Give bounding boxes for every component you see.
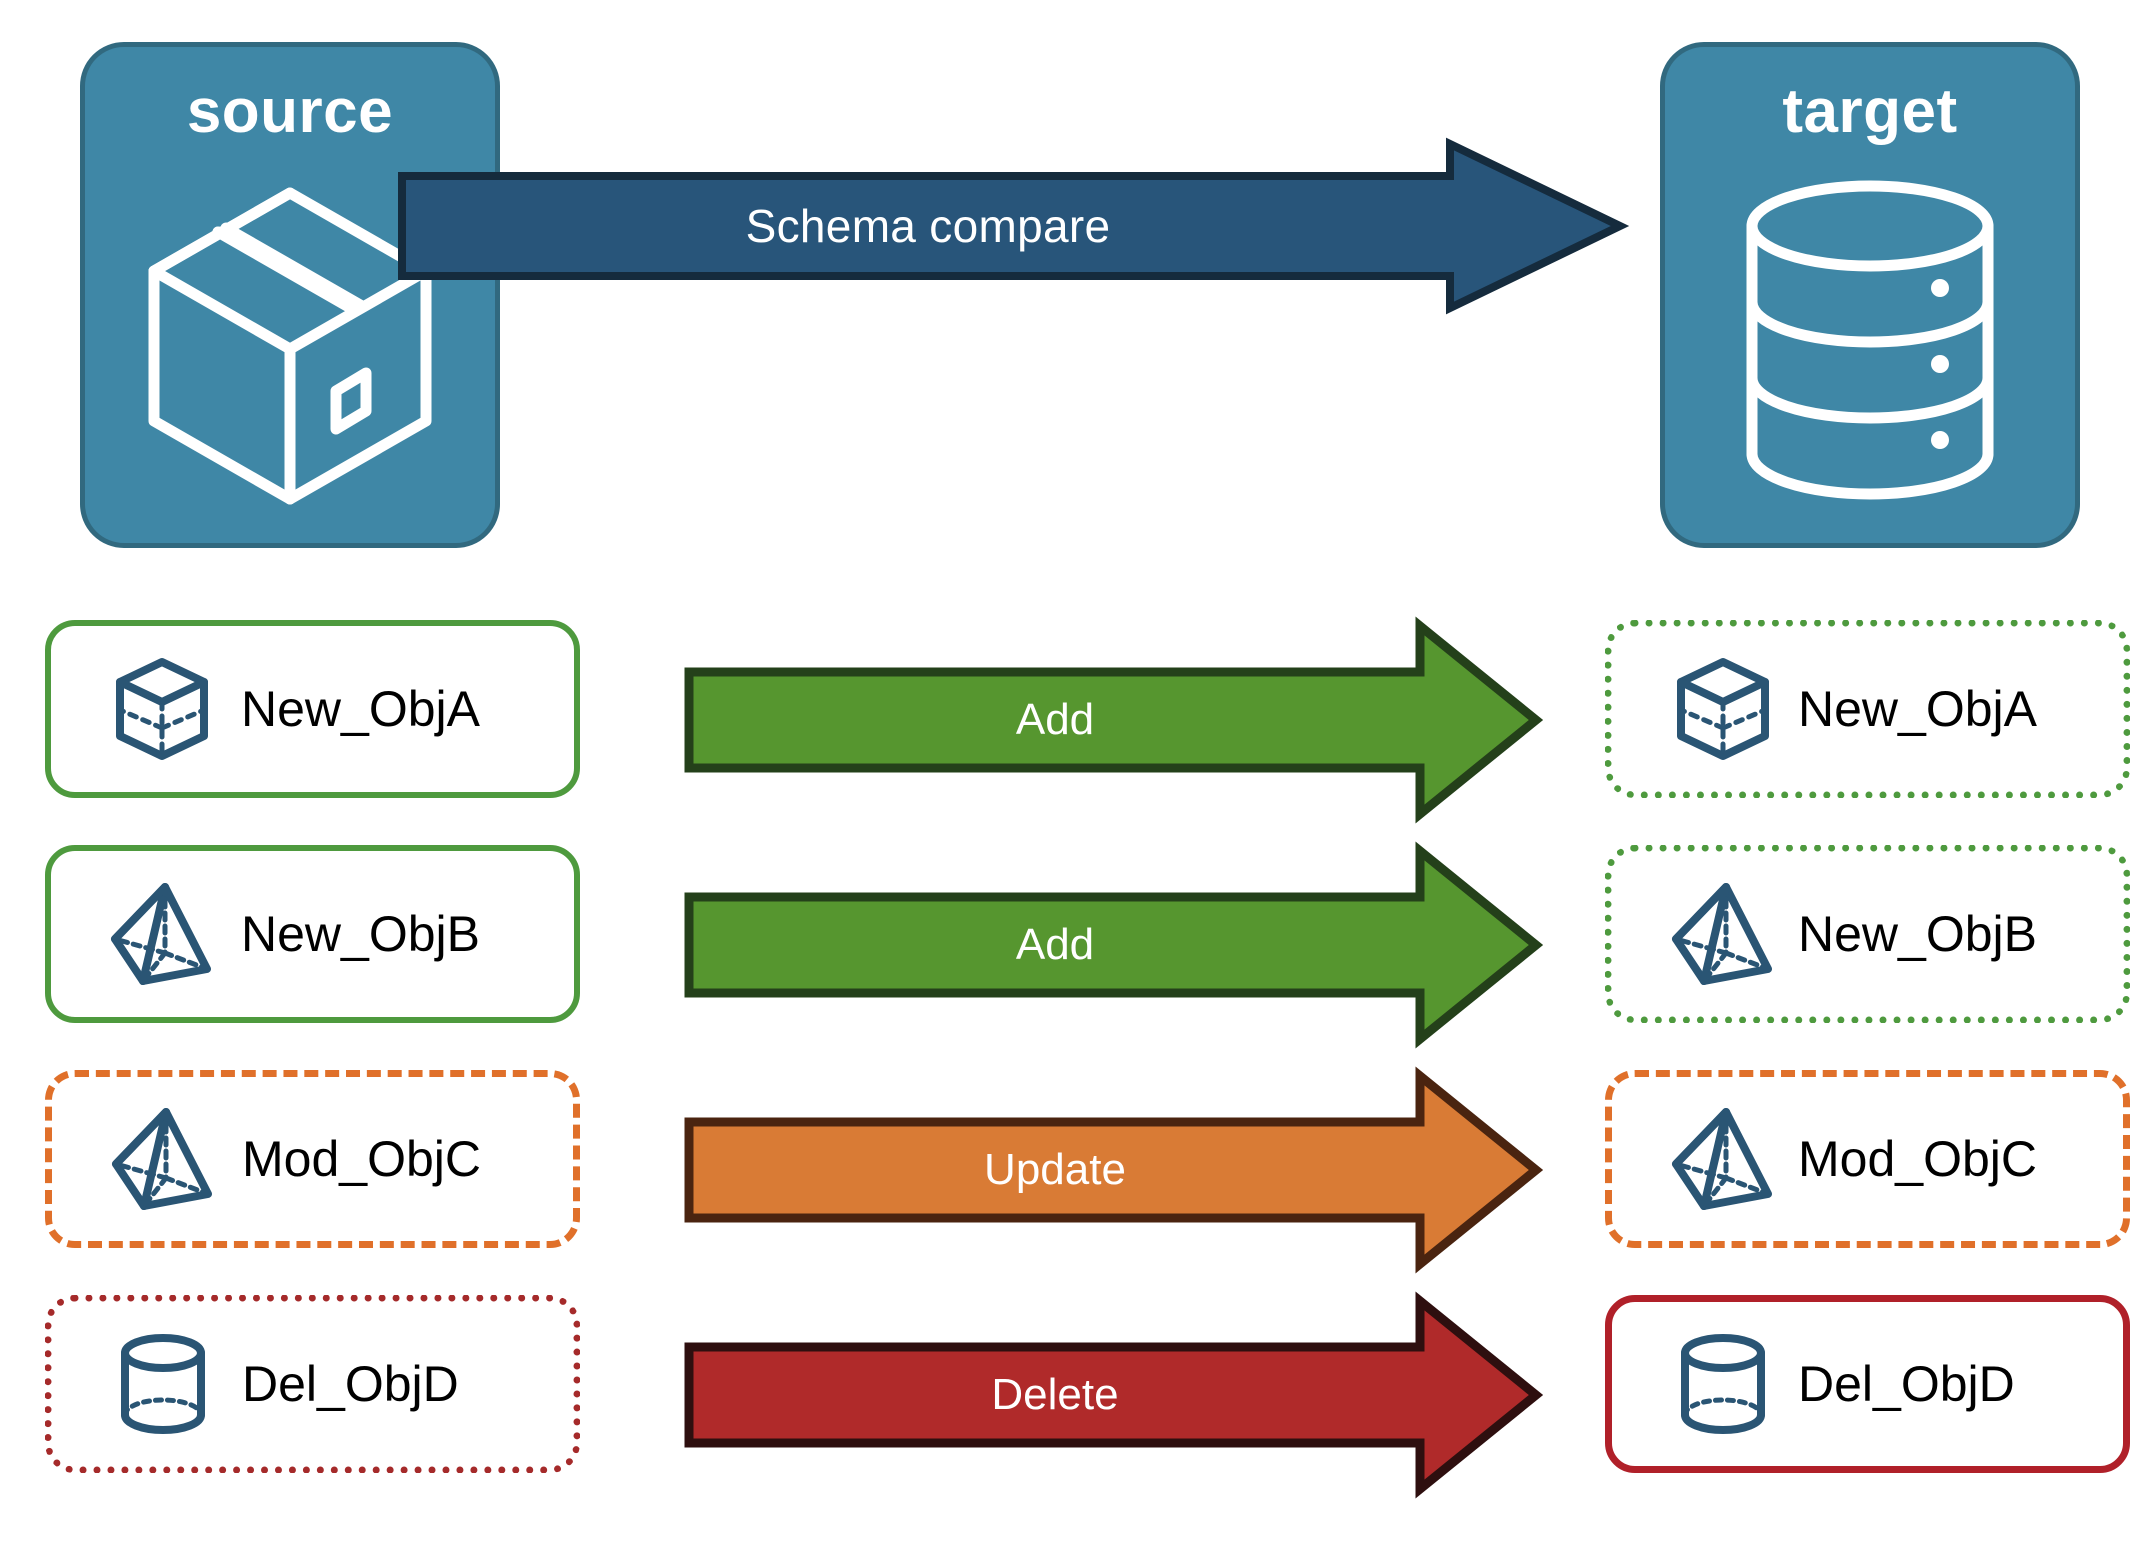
target-object-label: Del_ObjD (1798, 1356, 2015, 1412)
wireframe-pyramid-icon (1670, 1103, 1776, 1215)
wireframe-cylinder-icon (1670, 1328, 1776, 1440)
object-row: Del_ObjD Delete Del_ObjD (0, 1291, 2150, 1499)
target-object-label: Mod_ObjC (1798, 1131, 2037, 1187)
target-object-box[interactable]: New_ObjA (1605, 620, 2130, 798)
source-object-box[interactable]: Del_ObjD (45, 1295, 580, 1473)
add-action-arrow[interactable]: Add (684, 841, 1544, 1049)
wireframe-cube-icon (1670, 653, 1776, 765)
wireframe-pyramid-icon (110, 1103, 216, 1215)
source-object-label: New_ObjA (241, 681, 480, 737)
wireframe-pyramid-icon (1670, 878, 1776, 990)
object-row: New_ObjA Add New_ObjA (0, 616, 2150, 824)
source-object-box[interactable]: New_ObjA (45, 620, 580, 798)
object-row: Mod_ObjC Update Mod_ObjC (0, 1066, 2150, 1274)
schema-compare-arrow[interactable]: Schema compare (398, 137, 1630, 315)
database-cylinder-icon (1665, 137, 2075, 543)
target-object-label: New_ObjA (1798, 681, 2037, 737)
wireframe-cube-icon (109, 653, 215, 765)
target-object-box[interactable]: Mod_ObjC (1605, 1070, 2130, 1248)
source-object-box[interactable]: New_ObjB (45, 845, 580, 1023)
update-action-arrow[interactable]: Update (684, 1066, 1544, 1274)
target-endpoint-card[interactable]: target (1660, 42, 2080, 548)
delete-action-arrow[interactable]: Delete (684, 1291, 1544, 1499)
object-row: New_ObjB Add New_ObjB (0, 841, 2150, 1049)
source-object-label: Mod_ObjC (242, 1131, 481, 1187)
add-action-arrow[interactable]: Add (684, 616, 1544, 824)
source-title: source (186, 77, 394, 146)
wireframe-cylinder-icon (110, 1328, 216, 1440)
wireframe-pyramid-icon (109, 878, 215, 990)
package-box-icon (85, 137, 495, 543)
source-object-label: Del_ObjD (242, 1356, 459, 1412)
source-object-box[interactable]: Mod_ObjC (45, 1070, 580, 1248)
target-object-label: New_ObjB (1798, 906, 2037, 962)
source-object-label: New_ObjB (241, 906, 480, 962)
target-object-box[interactable]: Del_ObjD (1605, 1295, 2130, 1473)
target-object-box[interactable]: New_ObjB (1605, 845, 2130, 1023)
source-endpoint-card[interactable]: source (80, 42, 500, 548)
target-title: target (1782, 77, 1958, 146)
